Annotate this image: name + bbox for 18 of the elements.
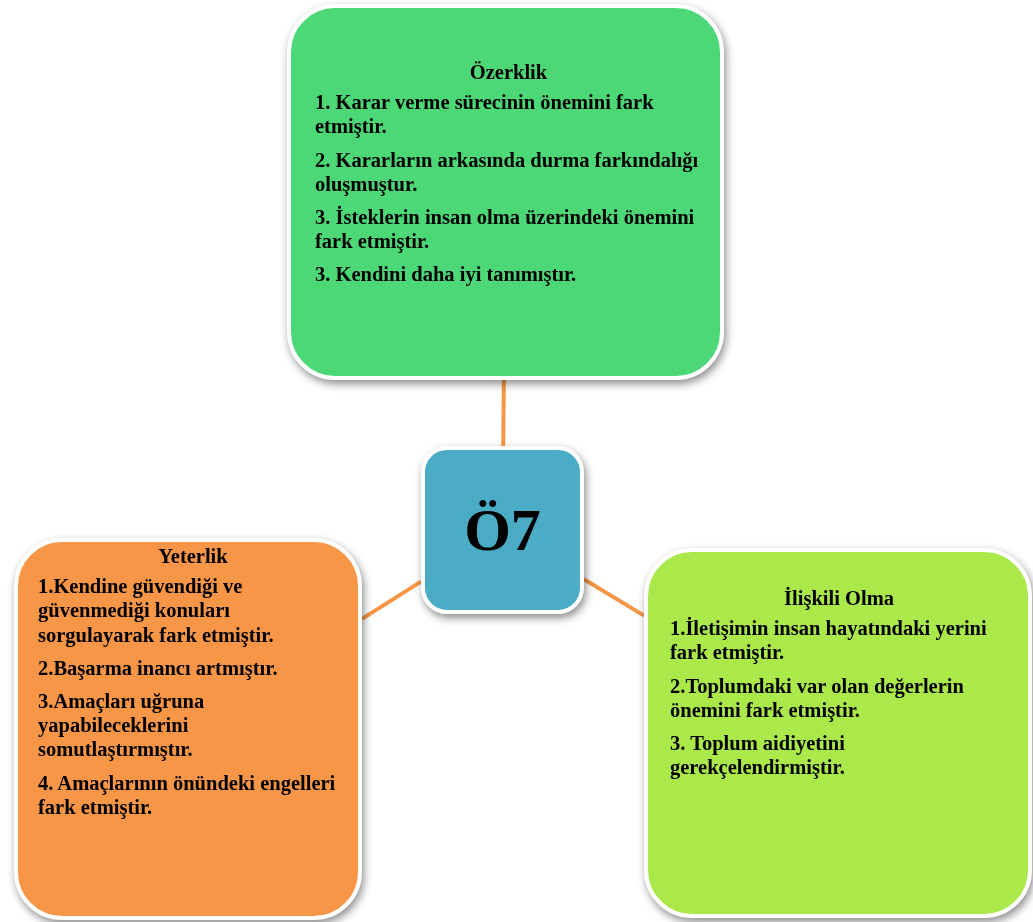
category-heading: Yeterlik: [157, 544, 229, 569]
category-heading: İlişkili Olma: [783, 586, 895, 611]
connector-line: [501, 380, 506, 446]
outcome-text: 1. Karar verme sürecinin önemini fark etmiştir.: [315, 90, 655, 139]
outcome-text: 2.Toplumdaki var olan değerlerin önemini fark etmiştir.: [670, 673, 965, 722]
outcome-text: 4. Amaçlarının önündeki engelleri fark etmiştir.: [38, 770, 337, 819]
outcome-text: 2.Başarma inancı artmıştır.: [38, 655, 279, 680]
outcome-text: 3.Amaçları uğruna yapabileceklerini somutlaştırmıştır.: [38, 688, 206, 762]
outcome-text: 1.Kendine güvendiği ve güvenmediği konuları sorgulayarak fark etmiştir.: [38, 574, 275, 647]
outcome-text: 3. Toplum aidiyetini gerekçelendirmiştir.: [670, 730, 846, 780]
outcome-text: 3. İsteklerin insan olma üzerindeki önemini fark etmiştir.: [315, 204, 696, 254]
outcome-text: 2. Kararların arkasında durma farkındalığı oluşmuştur.: [315, 147, 700, 196]
center-label: Ö7: [464, 495, 541, 565]
outcome-text: 1.İletişimin insan hayatındaki yerini fark etmiştir.: [670, 616, 988, 665]
connector-line: [582, 577, 646, 618]
category-heading: Özerklik: [468, 60, 549, 85]
connector-line: [360, 579, 423, 621]
outcome-text: 3. Kendini daha iyi tanımıştır.: [315, 262, 578, 287]
